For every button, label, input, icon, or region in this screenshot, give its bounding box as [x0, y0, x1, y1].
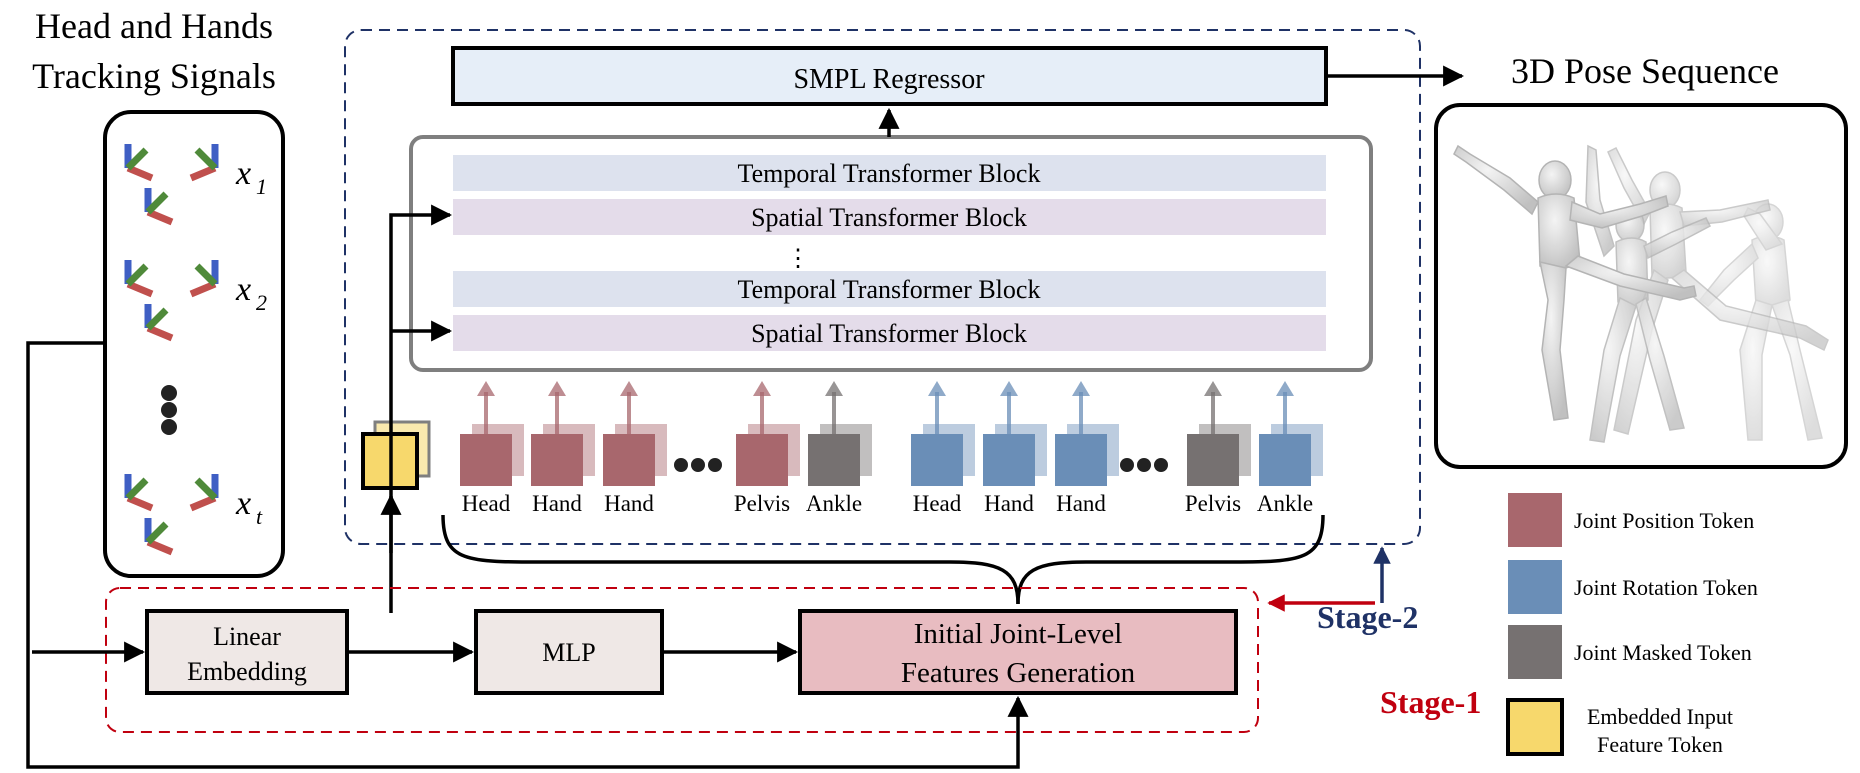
- temporal-transformer-block: [453, 155, 1326, 191]
- input-title-line2: Tracking Signals: [32, 56, 276, 96]
- joint-token-masked: Ankle: [806, 381, 872, 516]
- smpl-regressor-box: [451, 46, 1328, 106]
- output-title: 3D Pose Sequence: [1511, 51, 1779, 91]
- joint-token-label: Hand: [604, 491, 654, 516]
- joint-token-position: Head: [460, 381, 524, 516]
- initial-features-label-line1: Initial Joint-Level: [914, 618, 1123, 650]
- legend-item: Joint Masked Token: [1508, 625, 1752, 679]
- joint-token-label: Pelvis: [734, 491, 790, 516]
- frame-subscript: 1: [256, 174, 267, 199]
- frame-label: x: [235, 155, 251, 192]
- arrow-input-skip-to-features: [26, 341, 1029, 769]
- brace-right: [1016, 514, 1325, 605]
- joint-token-position: Hand: [603, 381, 667, 516]
- frame-subscript: t: [256, 504, 263, 529]
- stage2-label: Stage-2: [1317, 599, 1418, 635]
- mlp-label: MLP: [542, 638, 595, 667]
- joint-token-masked: Pelvis: [1185, 381, 1251, 516]
- input-title-line1: Head and Hands: [35, 6, 273, 46]
- stage1-region: [105, 587, 1259, 733]
- initial-features-label-line2: Features Generation: [901, 657, 1136, 689]
- joint-token-label: Ankle: [806, 491, 862, 516]
- stage1-label: Stage-1: [1380, 684, 1481, 720]
- linear-embedding-label-line2: Embedding: [187, 657, 307, 686]
- frame-label: x: [235, 485, 251, 522]
- spatial-transformer-block: [453, 199, 1326, 235]
- joint-token-label: Ankle: [1257, 491, 1313, 516]
- legend-label: Joint Masked Token: [1574, 640, 1752, 665]
- linear-embedding-label-line1: Linear: [213, 622, 281, 651]
- joint-token-rotation: Ankle: [1257, 381, 1323, 516]
- linear-embedding-box: [145, 609, 349, 695]
- frame-subscript: 2: [256, 290, 267, 315]
- legend-swatch: [1506, 698, 1564, 756]
- temporal-transformer-block: [453, 271, 1326, 307]
- joint-token-label: Head: [462, 491, 511, 516]
- transformer-ellipsis: ⋮: [786, 246, 810, 272]
- joint-token-position: Pelvis: [734, 381, 800, 516]
- arrow-embed-to-spatial-top: [389, 204, 453, 613]
- legend-swatch: [1508, 625, 1562, 679]
- frame-label: x: [235, 271, 251, 308]
- spatial-transformer-label: Spatial Transformer Block: [751, 319, 1027, 348]
- joint-token-label: Pelvis: [1185, 491, 1241, 516]
- legend-label: Joint Rotation Token: [1574, 575, 1758, 600]
- pose-sequence-figures: [1453, 144, 1829, 443]
- spatial-transformer-block: [453, 315, 1326, 351]
- legend-label: Joint Position Token: [1574, 508, 1754, 533]
- joint-token-label: Hand: [1056, 491, 1106, 516]
- brace-left: [441, 514, 1020, 605]
- joint-token-position: Hand: [531, 381, 595, 516]
- joint-token-label: Hand: [532, 491, 582, 516]
- temporal-transformer-label: Temporal Transformer Block: [738, 159, 1041, 188]
- temporal-transformer-label: Temporal Transformer Block: [738, 275, 1041, 304]
- legend-item: Joint Rotation Token: [1508, 560, 1758, 614]
- stage2-region: [344, 29, 1421, 545]
- initial-features-box: [798, 609, 1238, 695]
- joint-token-rotation: Head: [911, 381, 975, 516]
- embedded-input-token: [361, 420, 431, 490]
- joint-token-label: Head: [913, 491, 962, 516]
- transformer-stack-container: [409, 135, 1373, 372]
- frame-ellipsis: [161, 385, 177, 435]
- joint-token-rotation: Hand: [983, 381, 1047, 516]
- legend-swatch: [1508, 560, 1562, 614]
- mlp-box: [474, 609, 664, 695]
- token-ellipsis-right: [1120, 458, 1168, 472]
- smpl-regressor-label: SMPL Regressor: [793, 64, 985, 95]
- legend-label-line1: Embedded Input: [1587, 704, 1733, 729]
- spatial-transformer-label: Spatial Transformer Block: [751, 203, 1027, 232]
- joint-token-rotation: Hand: [1055, 381, 1119, 516]
- joint-tokens: Head Hand Hand Pelvis Ankle Head Hand Hand Pelvi…: [460, 381, 1323, 516]
- joint-token-label: Hand: [984, 491, 1034, 516]
- legend-item: Joint Position Token: [1508, 493, 1754, 547]
- legend-swatch: [1508, 493, 1562, 547]
- token-ellipsis-left: [674, 458, 722, 472]
- legend-label-line2: Feature Token: [1597, 732, 1723, 757]
